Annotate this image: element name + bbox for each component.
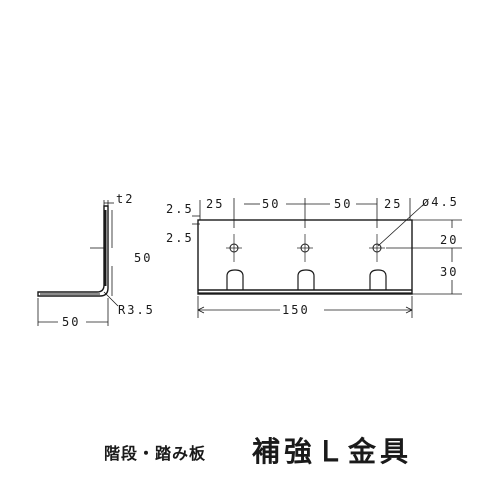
- hole-1: [226, 234, 242, 262]
- hole-pitch-2-label: 50: [262, 197, 280, 211]
- upper-height-label: 20: [440, 233, 458, 247]
- l-profile-shading: [40, 210, 107, 295]
- overall-arrow-left: [197, 306, 205, 314]
- edge-top-label: 2.5: [166, 202, 194, 216]
- thickness-label: t2: [116, 192, 134, 206]
- side-base-label: 50: [62, 315, 80, 329]
- overall-length-label: 150: [282, 303, 310, 317]
- lower-height-label: 30: [440, 265, 458, 279]
- hole-pitch-1-label: 25: [206, 197, 224, 211]
- edge-bottom-label: 2.5: [166, 231, 194, 245]
- slot-2: [297, 269, 315, 290]
- hole-2: [297, 234, 313, 262]
- bend-radius-leader: [103, 291, 119, 307]
- hole-pitch-4-label: 25: [384, 197, 402, 211]
- hole-3: [369, 234, 385, 262]
- caption-title: 補強Ｌ金具: [252, 435, 413, 468]
- hole-diameter-label: ø4.5: [422, 195, 459, 209]
- slot-1: [226, 269, 244, 290]
- side-height-label: 50: [134, 251, 152, 265]
- hole-pitch-3-label: 50: [334, 197, 352, 211]
- slot-3: [369, 269, 387, 290]
- l-profile-outer: [37, 205, 109, 297]
- side-view: t2 50 50 R3.5: [37, 192, 155, 329]
- caption-subtitle: 階段・踏み板: [104, 444, 207, 463]
- caption: 階段・踏み板 補強Ｌ金具: [100, 430, 460, 474]
- front-view: 2.5 2.5 25 50 50 25 ø4.5: [166, 195, 462, 318]
- hole-diameter-leader: [377, 203, 425, 247]
- overall-arrow-right: [405, 306, 413, 314]
- bend-radius-label: R3.5: [118, 303, 155, 317]
